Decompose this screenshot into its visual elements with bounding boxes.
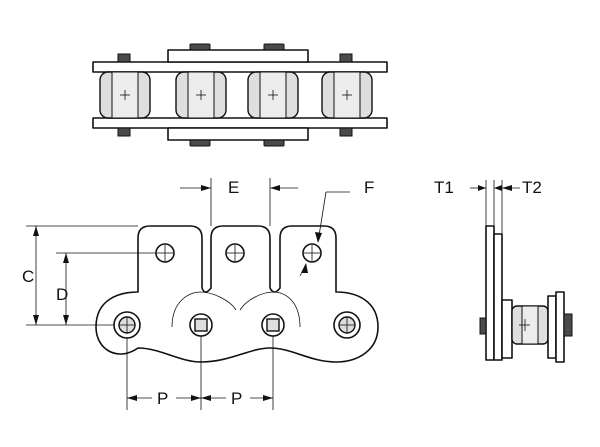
outer-link-edge xyxy=(239,291,301,328)
bushing xyxy=(339,53,353,63)
link-plate xyxy=(555,291,565,363)
label-d: D xyxy=(56,285,68,304)
dimension-c: C xyxy=(22,225,138,326)
bushing xyxy=(117,53,131,63)
side-view xyxy=(95,225,379,363)
dimension-t1-t2: T1 T2 xyxy=(434,178,542,234)
label-c: C xyxy=(22,267,34,286)
pin-flat xyxy=(194,318,208,332)
pin-flat xyxy=(266,318,280,332)
bushing xyxy=(339,127,353,137)
dimension-e: E xyxy=(180,178,298,226)
label-p: P xyxy=(231,389,242,408)
link-plate xyxy=(547,295,557,359)
top-inner-plate xyxy=(167,49,309,63)
attachment-plate-edge xyxy=(493,233,503,361)
outer-link-edge xyxy=(171,291,237,328)
center-marks xyxy=(120,90,352,100)
pin-end xyxy=(563,313,573,337)
attachment-plate-edge xyxy=(485,225,495,361)
label-p: P xyxy=(157,389,168,408)
end-view xyxy=(479,225,573,363)
pin-head xyxy=(263,43,285,51)
pin-head xyxy=(189,43,211,51)
bottom-outer-plate xyxy=(92,117,388,129)
dimension-f: F xyxy=(299,178,374,277)
pin-head xyxy=(189,139,211,147)
dimension-d: D xyxy=(56,252,156,325)
top-outer-plate xyxy=(92,61,388,73)
hole-center-marks xyxy=(119,245,355,333)
label-t2: T2 xyxy=(522,178,542,197)
bottom-inner-plate xyxy=(167,127,309,141)
dimension-pitch: P P xyxy=(126,336,274,410)
top-view xyxy=(92,43,388,147)
label-e: E xyxy=(228,178,239,197)
pin-end xyxy=(479,317,487,335)
pin-head xyxy=(263,139,285,147)
roller-2 xyxy=(175,71,227,119)
label-f: F xyxy=(364,178,374,197)
link-plate xyxy=(501,299,513,359)
label-t1: T1 xyxy=(434,178,454,197)
bushing xyxy=(117,127,131,137)
